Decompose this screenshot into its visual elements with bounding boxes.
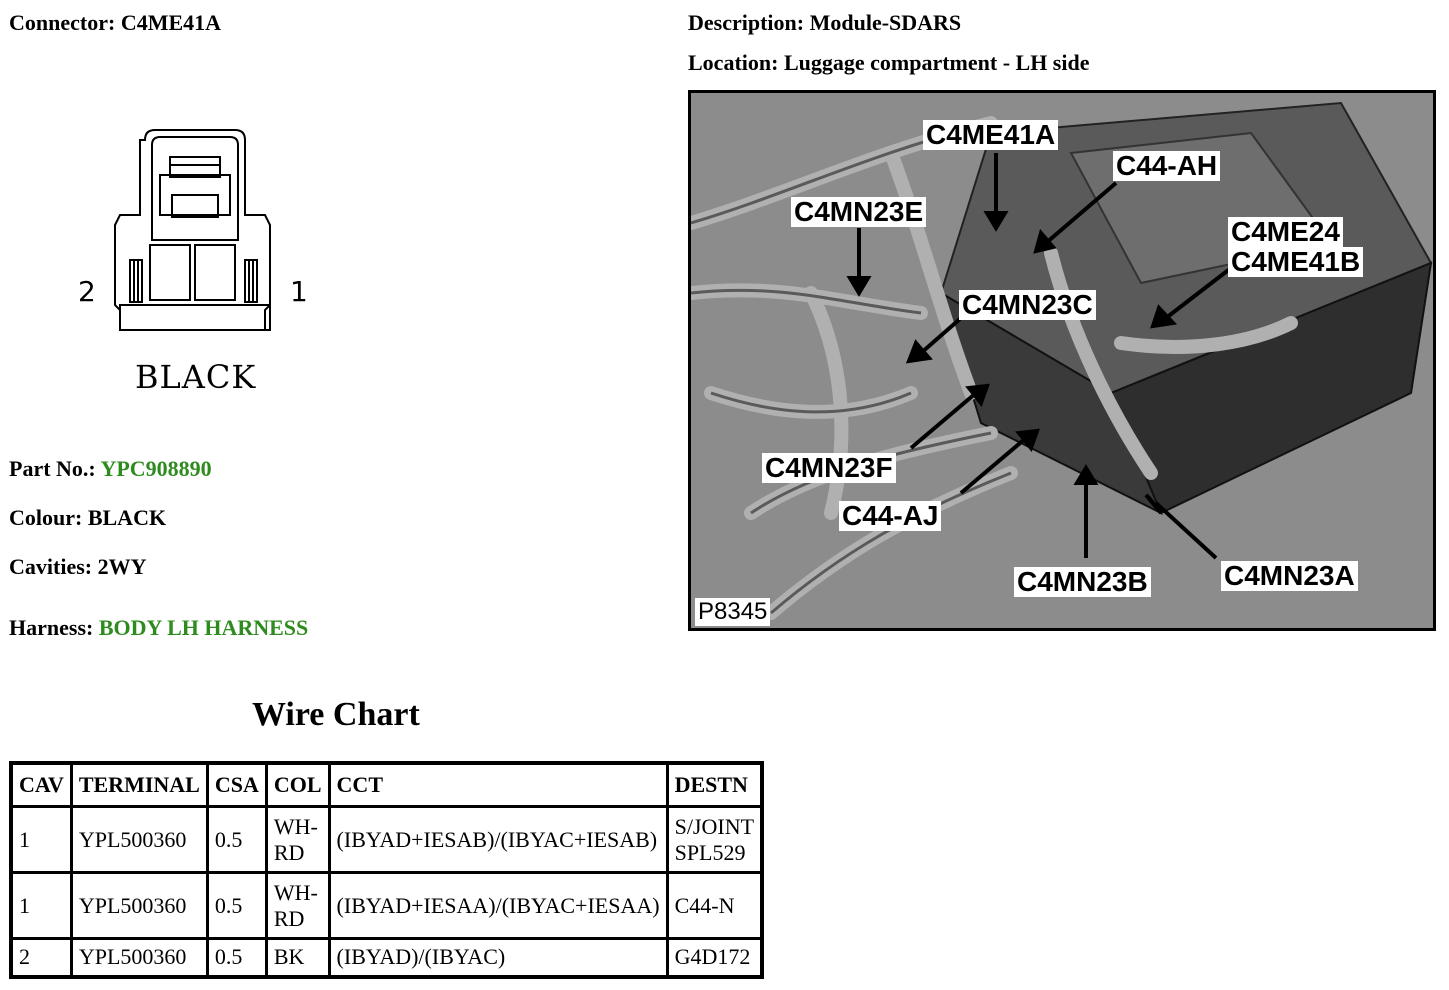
- cell-csa: 0.5: [205, 937, 268, 978]
- colour-value: BLACK: [87, 505, 167, 530]
- harness-field: Harness: BODY LH HARNESS: [9, 615, 308, 641]
- cell-terminal: YPL500360: [69, 871, 209, 940]
- cell-cct: (IBYAD+IESAA)/(IBYAC+IESAA): [327, 871, 669, 940]
- photo-illustration: [691, 93, 1433, 628]
- cell-col: WH-RD: [264, 805, 331, 874]
- colour-field: Colour: BLACK: [9, 505, 166, 531]
- callout-c4me41a: C4ME41A: [923, 120, 1059, 150]
- cell-col: WH-RD: [264, 871, 331, 940]
- connector-face-drawing: [114, 129, 271, 331]
- table-row: 2 YPL500360 0.5 BK (IBYAD)/(IBYAC) G4D17…: [9, 937, 764, 978]
- callout-c4mn23e: C4MN23E: [791, 197, 927, 227]
- cell-cav: 1: [9, 871, 73, 940]
- callout-c4mn23c: C4MN23C: [959, 290, 1096, 320]
- table-header-row: CAV TERMINAL CSA COL CCT DESTN: [9, 761, 764, 808]
- location-value: Luggage compartment - LH side: [783, 50, 1090, 75]
- header-terminal: TERMINAL: [69, 761, 209, 808]
- wire-chart-table: CAV TERMINAL CSA COL CCT DESTN 1 YPL5003…: [9, 761, 764, 979]
- cell-destn: G4D172: [665, 937, 764, 978]
- header-col: COL: [264, 761, 331, 808]
- description-field: Description: Module-SDARS: [688, 10, 961, 36]
- wire-chart-title: Wire Chart: [252, 696, 420, 733]
- cell-cct: (IBYAD)/(IBYAC): [327, 937, 669, 978]
- cell-terminal: YPL500360: [69, 805, 209, 874]
- callout-c4mn23f: C4MN23F: [762, 453, 896, 483]
- header-cav: CAV: [9, 761, 73, 808]
- location-label: Location:: [688, 50, 779, 75]
- callout-c4me41b: C4ME41B: [1228, 247, 1364, 277]
- table-row: 1 YPL500360 0.5 WH-RD (IBYAD+IESAA)/(IBY…: [9, 871, 764, 940]
- cell-destn: C44-N: [665, 871, 764, 940]
- connector-value: C4ME41A: [120, 10, 222, 35]
- description-value: Module-SDARS: [809, 10, 962, 35]
- cavities-label: Cavities:: [9, 554, 93, 579]
- part-no-field: Part No.: YPC908890: [9, 456, 212, 482]
- header-csa: CSA: [205, 761, 268, 808]
- location-photo: C4ME41A C44-AH C4MN23E C4ME24 C4ME41B C4…: [688, 90, 1436, 631]
- callout-c44-ah: C44-AH: [1113, 151, 1221, 181]
- callout-c4mn23a: C4MN23A: [1221, 561, 1358, 591]
- figure-id: P8345: [695, 598, 771, 626]
- cell-col: BK: [264, 937, 331, 978]
- connector-color-label: BLACK: [135, 358, 257, 396]
- callout-c44-aj: C44-AJ: [839, 501, 942, 531]
- description-label: Description:: [688, 10, 805, 35]
- cell-cav: 1: [9, 805, 73, 874]
- colour-label: Colour:: [9, 505, 83, 530]
- cell-csa: 0.5: [205, 805, 268, 874]
- cell-csa: 0.5: [205, 871, 268, 940]
- cell-destn: S/JOINT SPL529: [665, 805, 764, 874]
- harness-link[interactable]: BODY LH HARNESS: [98, 615, 309, 640]
- connector-label: Connector:: [9, 10, 116, 35]
- cell-terminal: YPL500360: [69, 937, 209, 978]
- callout-c4mn23b: C4MN23B: [1014, 567, 1151, 597]
- pin-label-1: 1: [290, 275, 308, 308]
- cell-cct: (IBYAD+IESAB)/(IBYAC+IESAB): [327, 805, 669, 874]
- cell-cav: 2: [9, 937, 73, 978]
- part-no-label: Part No.:: [9, 456, 96, 481]
- table-row: 1 YPL500360 0.5 WH-RD (IBYAD+IESAB)/(IBY…: [9, 805, 764, 874]
- location-field: Location: Luggage compartment - LH side: [688, 50, 1089, 76]
- connector-field: Connector: C4ME41A: [9, 10, 221, 36]
- cavities-field: Cavities: 2WY: [9, 554, 146, 580]
- header-cct: CCT: [327, 761, 669, 808]
- harness-label: Harness:: [9, 615, 94, 640]
- header-destn: DESTN: [665, 761, 764, 808]
- part-no-link[interactable]: YPC908890: [100, 456, 212, 481]
- cavities-value: 2WY: [97, 554, 147, 579]
- callout-c4me24: C4ME24: [1228, 217, 1343, 247]
- pin-label-2: 2: [78, 275, 96, 308]
